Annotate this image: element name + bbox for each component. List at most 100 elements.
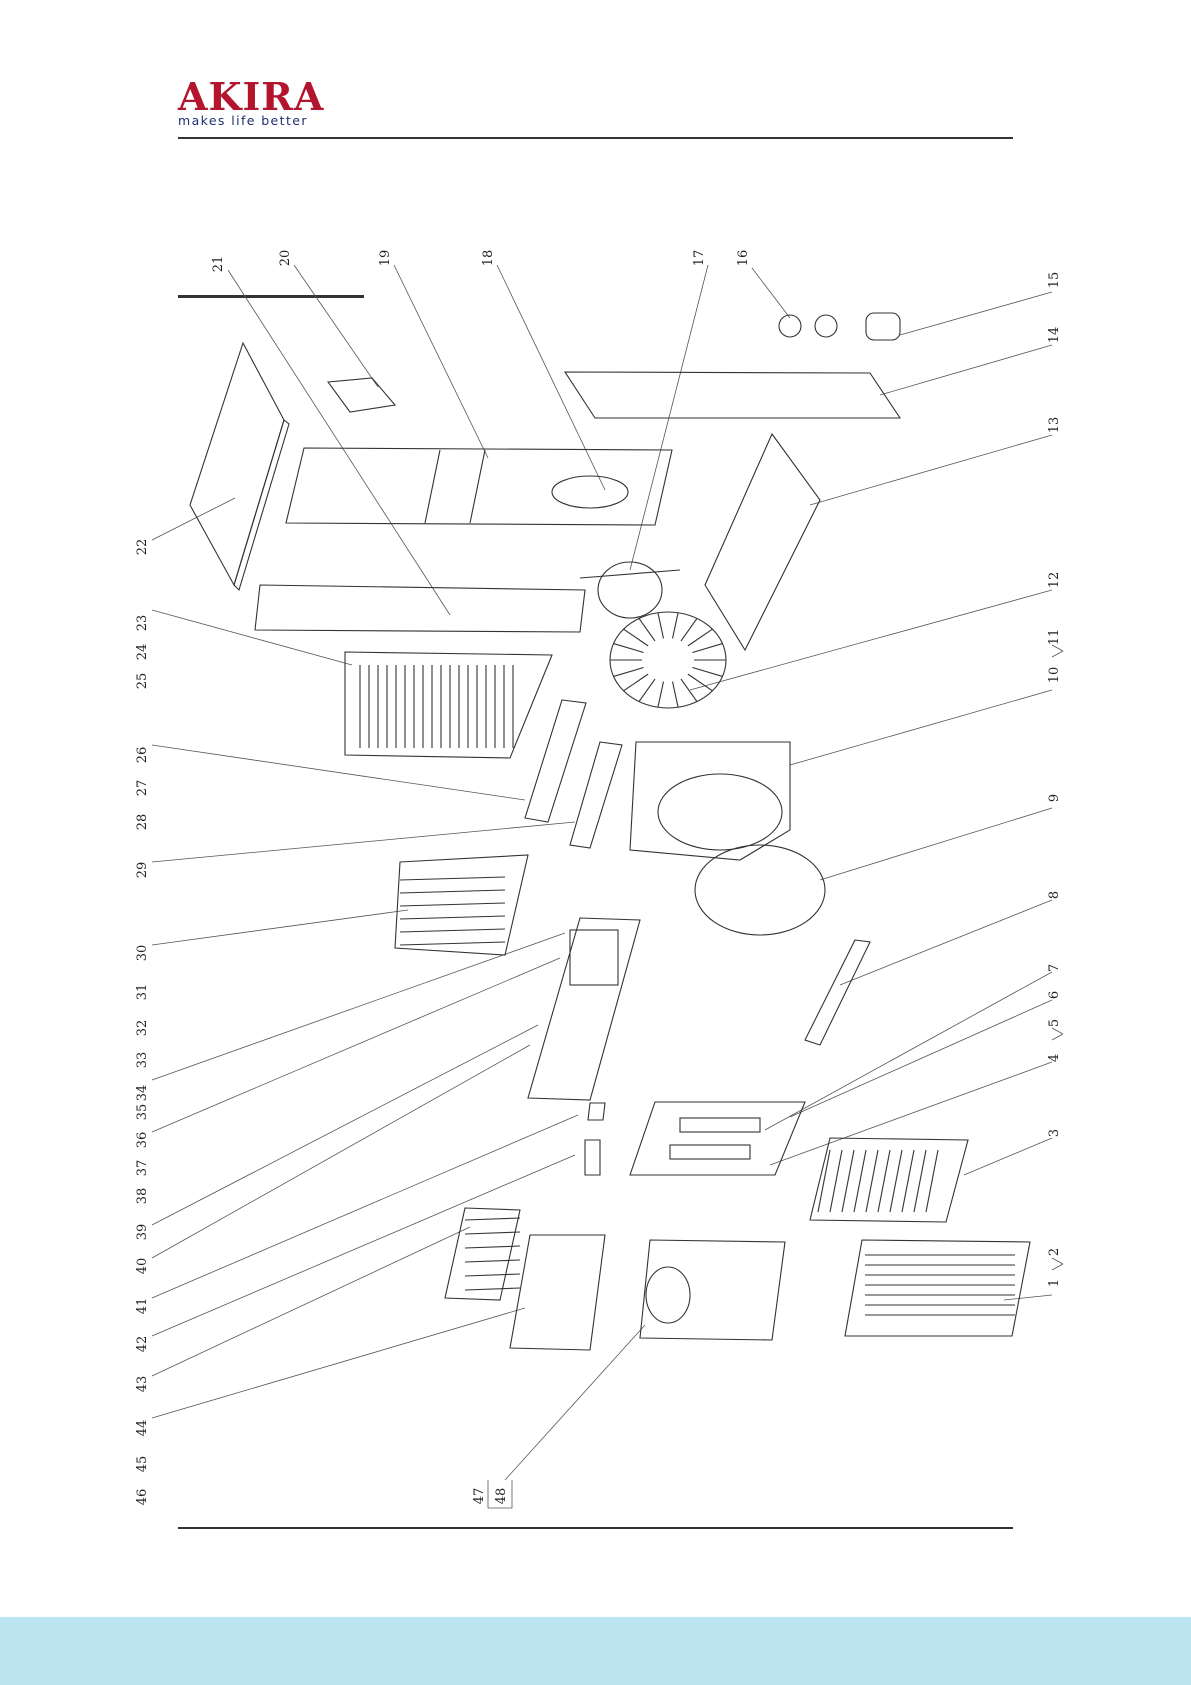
part-number-label: 47 xyxy=(472,1488,487,1505)
washer xyxy=(815,315,837,337)
part-number-label: 46 xyxy=(135,1489,150,1506)
part-number-label: 6 xyxy=(1047,991,1062,999)
blower-blade xyxy=(681,679,697,702)
leader-line xyxy=(900,292,1052,335)
control-box-window xyxy=(570,930,618,985)
leader-line xyxy=(765,972,1052,1130)
front-cover-hole xyxy=(646,1267,690,1323)
part-number-label: 8 xyxy=(1047,891,1062,899)
leader-line xyxy=(770,1062,1052,1165)
part-number-label: 44 xyxy=(135,1420,150,1437)
blower-blade xyxy=(681,618,697,641)
washer xyxy=(779,315,801,337)
side-channel xyxy=(255,585,585,632)
leader-line xyxy=(497,265,605,490)
part-number-label: 15 xyxy=(1047,272,1062,289)
motor-mount-plate xyxy=(552,476,628,508)
part-number-label: 2 xyxy=(1047,1248,1062,1256)
louver-slat xyxy=(878,1150,890,1212)
leader-line xyxy=(152,1115,578,1298)
blower-blade xyxy=(692,644,722,653)
leader-line xyxy=(752,268,790,318)
motor-body xyxy=(598,562,662,618)
part-number-label: 20 xyxy=(278,250,293,267)
ring xyxy=(695,845,825,935)
part-number-label: 48 xyxy=(494,1488,509,1505)
part-number-label: 26 xyxy=(135,747,150,764)
part-number-label: 17 xyxy=(692,250,707,267)
chassis-divider xyxy=(470,450,485,523)
drain-tray xyxy=(570,742,622,848)
leader-line xyxy=(228,270,450,615)
part-number-label: 16 xyxy=(736,250,751,267)
blower-blade xyxy=(613,668,643,677)
part-number-label: 35 xyxy=(135,1104,150,1121)
chassis xyxy=(286,448,672,525)
leader-line xyxy=(810,435,1052,505)
vane-blade xyxy=(465,1218,520,1220)
vane-blade xyxy=(465,1274,520,1276)
part-number-label: 12 xyxy=(1047,572,1062,589)
part-number-label: 4 xyxy=(1047,1054,1062,1062)
chassis-divider xyxy=(425,450,440,523)
motor-flange xyxy=(580,570,680,578)
leader-line xyxy=(152,1045,530,1258)
heater-coil xyxy=(400,916,505,919)
front-grille xyxy=(845,1240,1030,1336)
leader-line xyxy=(840,900,1052,985)
grommet xyxy=(866,313,900,340)
part-number-label: 45 xyxy=(135,1456,150,1473)
heater-coil xyxy=(400,890,505,893)
louver-slat xyxy=(902,1150,914,1212)
cover-slot xyxy=(670,1145,750,1159)
part-number-label: 41 xyxy=(135,1298,150,1315)
louver-slat xyxy=(842,1150,854,1212)
volute-opening xyxy=(658,774,782,850)
louver-slat xyxy=(830,1150,842,1212)
blower-blade xyxy=(673,613,679,639)
vanes xyxy=(445,1208,520,1300)
leader-lines xyxy=(152,265,1063,1508)
drain-rail xyxy=(525,700,586,822)
cover-slot xyxy=(680,1118,760,1132)
part-number-label: 24 xyxy=(135,644,150,661)
part-number-labels: 1234567891011121314151617181920212223242… xyxy=(135,250,1062,1506)
part-number-label: 38 xyxy=(135,1188,150,1205)
part-number-label: 42 xyxy=(135,1336,150,1353)
leader-line xyxy=(152,610,352,665)
leader-line xyxy=(964,1138,1052,1175)
leader-line xyxy=(152,1308,525,1418)
blower-blade xyxy=(658,613,664,639)
part-number-label: 23 xyxy=(135,615,150,632)
part-number-label: 10 xyxy=(1047,667,1062,684)
part-number-label: 30 xyxy=(135,945,150,962)
leader-line xyxy=(152,1025,538,1225)
part-number-label: 11 xyxy=(1047,629,1062,646)
blower-blade xyxy=(688,674,713,691)
label-brace xyxy=(1052,1028,1063,1034)
blower-blade xyxy=(673,682,679,708)
part-number-label: 3 xyxy=(1047,1129,1062,1137)
louver-slat xyxy=(890,1150,902,1212)
control-box xyxy=(528,918,640,1100)
evaporator xyxy=(345,652,552,758)
heater xyxy=(395,855,528,955)
leader-line xyxy=(152,745,525,800)
blower-blade xyxy=(613,644,643,653)
part-number-label: 27 xyxy=(135,780,150,797)
volute xyxy=(630,742,790,860)
relay xyxy=(588,1103,605,1120)
part-number-label: 7 xyxy=(1047,964,1062,972)
part-number-label: 25 xyxy=(135,673,150,690)
leader-line xyxy=(152,498,235,540)
blower-blade xyxy=(688,629,713,646)
part-number-label: 31 xyxy=(135,984,150,1001)
part-number-label: 18 xyxy=(481,250,496,267)
heater-coil xyxy=(400,903,505,906)
part-number-label: 1 xyxy=(1047,1279,1062,1287)
part-number-label: 43 xyxy=(135,1376,150,1393)
label-brace xyxy=(1052,1264,1063,1270)
parts-drawings xyxy=(190,313,1030,1350)
part-number-label: 40 xyxy=(135,1258,150,1275)
